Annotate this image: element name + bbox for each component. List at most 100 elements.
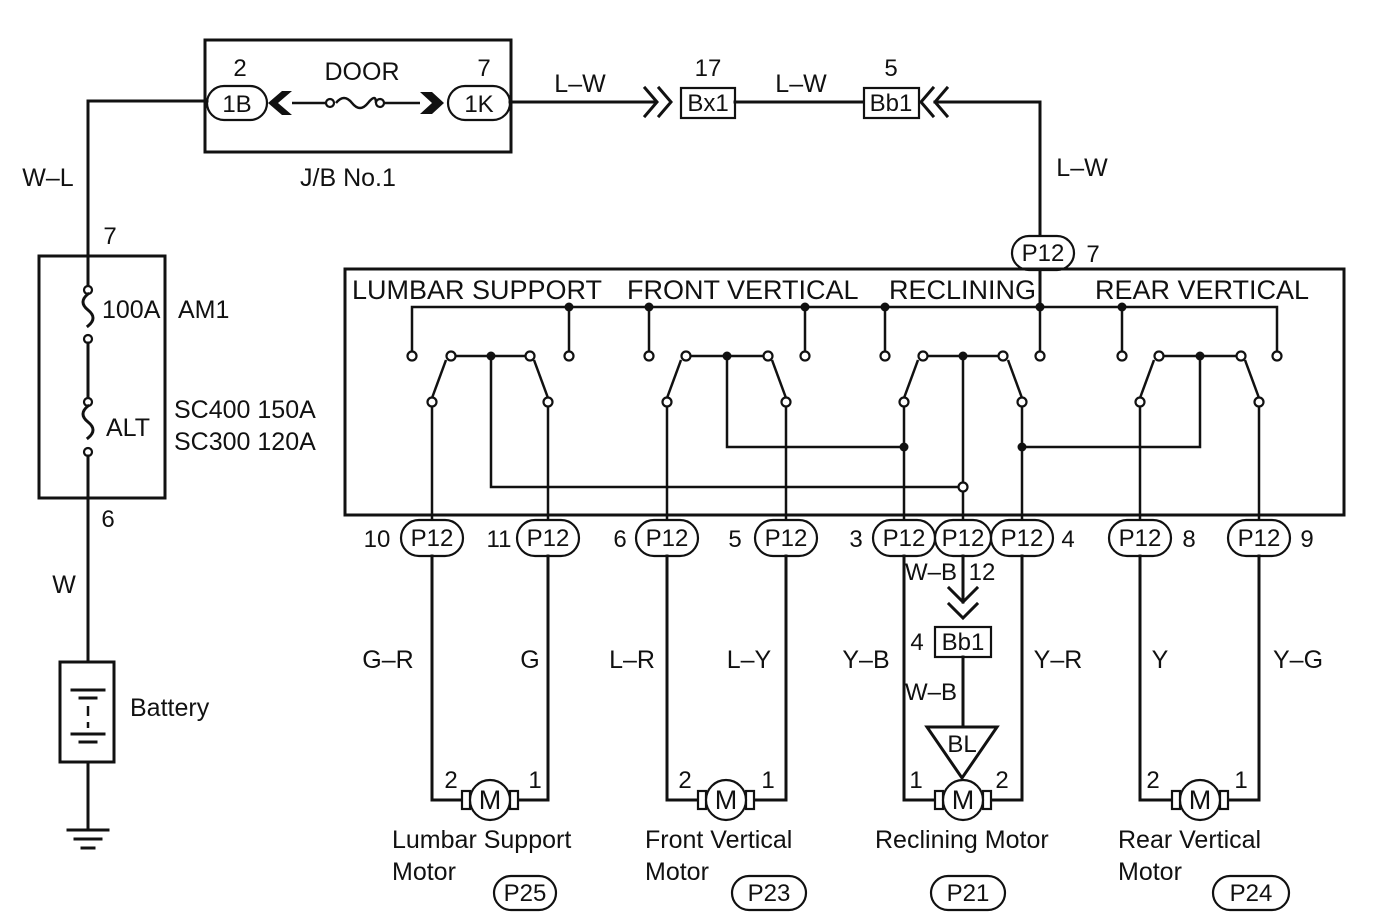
svg-text:P24: P24 — [1230, 880, 1273, 907]
battery-label: Battery — [130, 694, 210, 722]
jb-conn-1b-label: 1B — [222, 91, 251, 118]
svg-text:P12: P12 — [765, 525, 808, 552]
svg-text:Motor: Motor — [1118, 858, 1182, 886]
bb1-ground-pin: 4 — [910, 629, 923, 656]
bx1-pin: 17 — [695, 55, 722, 82]
switch-front-vertical — [643, 350, 811, 408]
fuse-alt-sc300: SC300 120A — [174, 428, 316, 456]
svg-text:P25: P25 — [504, 880, 547, 907]
wire-label-l-w-3: L–W — [1056, 154, 1108, 182]
conn-bx1-label: Bx1 — [687, 90, 728, 117]
jb-conn-1k-label: 1K — [464, 91, 493, 118]
fuse-icon — [81, 403, 95, 441]
wire-label-l-w-1: L–W — [554, 70, 606, 98]
conn-bb1-ground-label: Bb1 — [942, 629, 985, 656]
wire-label: Y–G — [1273, 646, 1323, 674]
wire-label-l-w-2: L–W — [775, 70, 827, 98]
wire-label: Y — [1152, 646, 1169, 674]
jb-conn-1b — [205, 84, 269, 122]
svg-text:P12: P12 — [646, 525, 689, 552]
motor-icon — [941, 778, 985, 822]
conn-bb1-top — [862, 86, 921, 120]
wire-label-w-l: W–L — [22, 164, 74, 192]
door-fuse-label: DOOR — [325, 58, 400, 86]
conn-p12-pin-3: P12 3 — [849, 518, 937, 558]
svg-text:2: 2 — [995, 767, 1008, 794]
fuse-am1-name: AM1 — [178, 296, 229, 324]
svg-text:6: 6 — [613, 526, 626, 553]
motor-reclining: Y–B Y–R 1 2 M Reclining Motor P21 — [842, 554, 1083, 912]
svg-text:P21: P21 — [947, 880, 990, 907]
svg-text:P12: P12 — [411, 525, 454, 552]
svg-text:1: 1 — [761, 767, 774, 794]
svg-text:P12: P12 — [1001, 525, 1044, 552]
conn-p12-pin-4: P12 4 — [989, 518, 1075, 558]
svg-text:Front Vertical: Front Vertical — [645, 826, 792, 854]
svg-text:P12: P12 — [1238, 525, 1281, 552]
svg-text:1: 1 — [528, 767, 541, 794]
svg-text:M: M — [479, 785, 502, 815]
p12-connectors: P12 10 P12 11 P12 6 P12 5 P12 3 P12 12 — [364, 518, 1314, 586]
svg-text:2: 2 — [1146, 767, 1159, 794]
wire-label-w: W — [52, 571, 76, 599]
power-circuit: W–L 7 100A AM1 ALT SC400 150A SC300 120A… — [22, 99, 316, 850]
motor-icon — [1178, 778, 1222, 822]
bb1-top-pin: 5 — [884, 55, 897, 82]
svg-text:11: 11 — [487, 526, 512, 553]
ground-path: W–B Bb1 4 W–B BL — [905, 554, 1000, 781]
conn-p12-pin-11: P12 11 — [487, 518, 581, 558]
wire-label: G–R — [362, 646, 413, 674]
wire-label: L–Y — [727, 646, 772, 674]
svg-text:Lumbar Support: Lumbar Support — [392, 826, 571, 854]
svg-text:2: 2 — [678, 767, 691, 794]
svg-text:P23: P23 — [748, 880, 791, 907]
wire-label: G — [520, 646, 539, 674]
junction-block: J/B No.1 1B 2 DOOR 1K 7 — [203, 38, 513, 192]
motor-icon — [704, 778, 748, 822]
conn-p12-pin-10: P12 10 — [364, 518, 465, 558]
switch-label-rear-vertical: REAR VERTICAL — [1095, 275, 1309, 305]
conn-p12-top-label: P12 — [1022, 240, 1065, 267]
wire-label-w-b-1: W–B — [905, 559, 957, 586]
fuse-icon — [81, 291, 95, 329]
svg-text:2: 2 — [444, 767, 457, 794]
svg-text:Motor: Motor — [645, 858, 709, 886]
wire-label: Y–R — [1034, 646, 1083, 674]
fusebox-pin-6: 6 — [101, 506, 114, 533]
motor-lumbar: G–R G 2 1 M Lumbar Support Motor P25 — [362, 554, 571, 912]
wire-label: Y–B — [842, 646, 889, 674]
svg-text:P12: P12 — [883, 525, 926, 552]
ground-icon — [66, 828, 110, 850]
svg-text:12: 12 — [969, 559, 996, 586]
svg-text:P12: P12 — [527, 525, 570, 552]
svg-text:Rear Vertical: Rear Vertical — [1118, 826, 1261, 854]
svg-text:M: M — [1189, 785, 1212, 815]
svg-text:4: 4 — [1061, 526, 1074, 553]
svg-text:9: 9 — [1300, 526, 1313, 553]
connector-arrow-icon — [946, 585, 980, 621]
conn-bb1-ground — [933, 625, 993, 659]
svg-text:3: 3 — [849, 526, 862, 553]
wire-label-w-b-2: W–B — [905, 679, 957, 706]
switch-label-front-vertical: FRONT VERTICAL — [627, 275, 859, 305]
motor-icon — [468, 778, 512, 822]
fusebox-pin-7: 7 — [103, 223, 116, 250]
switch-label-lumbar: LUMBAR SUPPORT — [352, 275, 602, 305]
ground-point-icon — [924, 725, 1000, 781]
svg-text:Reclining Motor: Reclining Motor — [875, 826, 1049, 854]
svg-text:1: 1 — [1234, 767, 1247, 794]
fuse-box — [37, 254, 167, 500]
svg-text:M: M — [715, 785, 738, 815]
jb-pin-7: 7 — [477, 55, 490, 82]
wire-label: L–R — [609, 646, 655, 674]
fuse-alt-name: ALT — [106, 414, 150, 442]
motor-front-vertical: L–R L–Y 2 1 M Front Vertical Motor P23 — [609, 554, 808, 912]
switch-label-reclining: RECLINING — [889, 275, 1036, 305]
fuse-icon — [335, 96, 378, 110]
connector-arrow-icon — [642, 85, 673, 119]
svg-text:P12: P12 — [942, 525, 985, 552]
conn-bb1-top-label: Bb1 — [870, 90, 913, 117]
p12-top-pin: 7 — [1086, 241, 1099, 268]
svg-text:P12: P12 — [1119, 525, 1162, 552]
